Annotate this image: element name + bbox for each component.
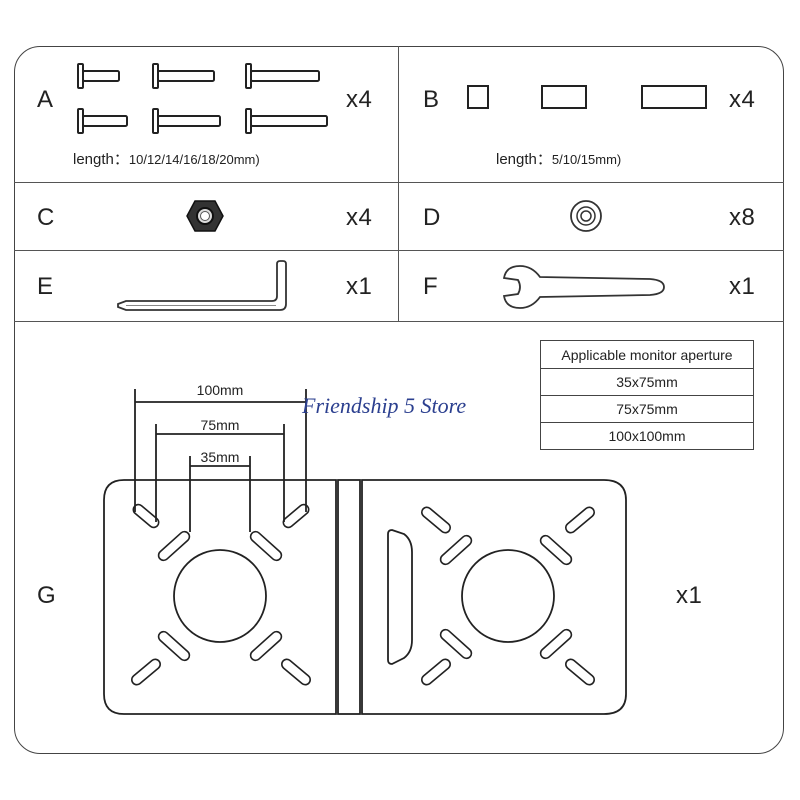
part-letter-b: B [423,86,440,113]
part-quantity-a: x4 [346,86,373,113]
screw-bolts-icon [77,63,328,134]
hex-nut-icon [186,200,224,232]
store-watermark: Friendship 5 Store [302,393,467,418]
dimension-label-35mm: 35mm [200,449,240,465]
aperture-table-row: 100x100mm [540,422,754,450]
adapter-plate-icon [103,389,627,715]
part-caption-a: length：10/12/14/16/18/20mm) [73,151,260,168]
part-quantity-g: x1 [676,582,703,609]
spacer-icon [467,85,707,109]
column-divider [398,46,399,321]
part-letter-a: A [37,86,54,113]
part-letter-e: E [37,273,54,300]
washer-icon [570,200,602,232]
allen-key-icon [117,260,287,311]
wrench-icon [502,265,665,309]
part-quantity-b: x4 [729,86,756,113]
aperture-table: Applicable monitor aperture 35x75mm 75x7… [540,340,754,450]
part-letter-c: C [37,204,55,231]
dimension-label-100mm: 100mm [196,382,244,398]
dimension-label-75mm: 75mm [200,417,240,433]
part-quantity-e: x1 [346,273,373,300]
row-divider [14,182,784,183]
part-quantity-f: x1 [729,273,756,300]
parts-frame [14,46,784,754]
part-caption-b: length：5/10/15mm) [496,151,622,168]
row-divider [14,321,784,322]
aperture-table-header: Applicable monitor aperture [540,340,754,369]
part-letter-d: D [423,204,441,231]
part-letter-f: F [423,273,438,300]
part-letter-g: G [37,582,56,609]
part-quantity-c: x4 [346,204,373,231]
row-divider [14,250,784,251]
part-quantity-d: x8 [729,204,756,231]
